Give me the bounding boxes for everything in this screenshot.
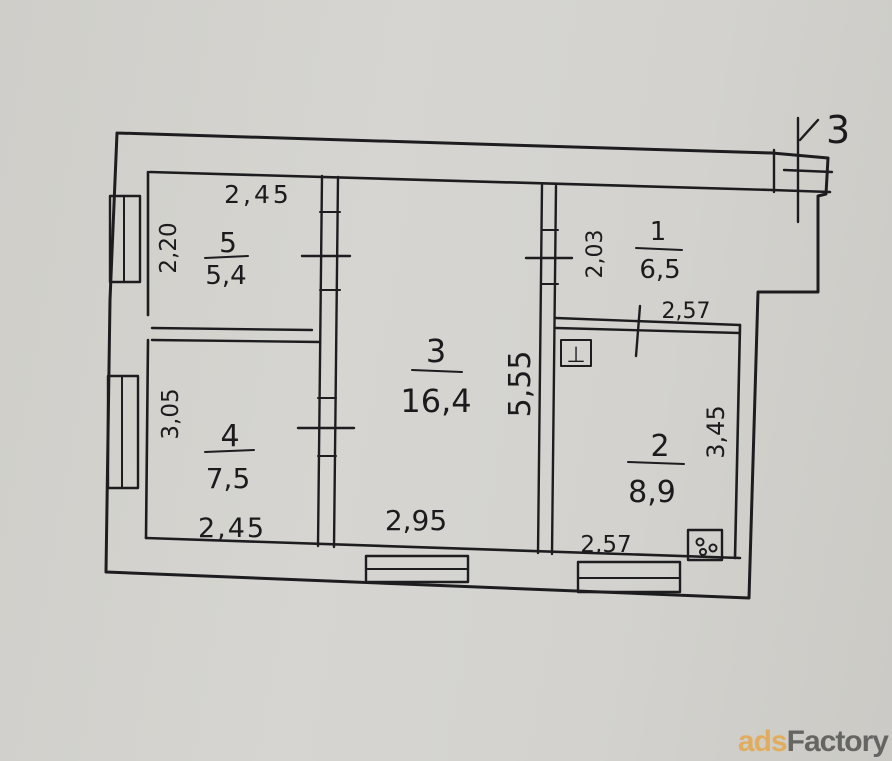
inner-left-wall-lower: [144, 338, 150, 540]
room2-right-dimension: 3,45: [702, 405, 730, 458]
room5-top-dimension: 2,45: [224, 180, 292, 209]
room1-area: 6,5: [639, 255, 680, 285]
room4-bottom-dimension: 2,45: [198, 513, 266, 544]
watermark-part1: ads: [737, 725, 788, 758]
stove-icon: [686, 528, 724, 562]
room3-fraction-line: [411, 369, 463, 373]
room2-fixture-box: [560, 339, 592, 367]
inner-bottom-wall: [144, 536, 742, 560]
room5-left-dimension: 2,20: [156, 222, 182, 273]
wall-room3-room1-b: [550, 184, 558, 556]
room3-bottom-dimension: 2,95: [385, 504, 447, 537]
room2-right-wall: [733, 323, 742, 560]
stove-burner-icon: [708, 543, 718, 553]
watermark-part2: Factory: [786, 725, 889, 758]
stove-burner-icon: [695, 537, 705, 547]
room3-right-dimension: 5,55: [503, 351, 538, 418]
wall-room5-room4-inner: [150, 338, 322, 344]
entrance-number-mark: [798, 118, 820, 142]
wall-room1-room2-inner: [554, 326, 742, 335]
wall-room5-room4: [150, 326, 314, 332]
room4-left-dimension: 3,05: [158, 388, 184, 439]
room5-area: 5,4: [205, 261, 246, 291]
room1-left-dimension: 2,03: [583, 230, 608, 279]
room2-fixture-symbol: ⊥: [566, 343, 585, 368]
room5-fraction-line: [204, 255, 249, 259]
room1-number: 1: [650, 217, 667, 247]
room1-bottom-dimension: 2,57: [662, 299, 711, 324]
room4-fraction-line: [204, 449, 255, 453]
room2-fraction-line: [627, 461, 685, 465]
room4-number: 4: [220, 419, 239, 454]
door-room2: [634, 304, 642, 358]
room3-area: 16,4: [400, 382, 471, 420]
stove-burner-icon: [699, 548, 707, 556]
watermark-logo: adsFactory: [737, 725, 889, 759]
flat-number: 3: [826, 108, 850, 152]
room2-number: 2: [650, 429, 669, 464]
room2-area: 8,9: [628, 475, 676, 510]
room5-number: 5: [219, 226, 237, 259]
wall-room4-room3-b: [332, 175, 340, 549]
room4-area: 7,5: [206, 462, 251, 495]
wall-room1-room2: [554, 316, 742, 327]
wall-room3-room1-a: [536, 183, 544, 555]
room2-bottom-dimension: 2,57: [580, 532, 631, 558]
room3-number: 3: [426, 332, 446, 370]
wall-room4-room3-a: [316, 174, 324, 548]
inner-top-wall: [148, 170, 832, 194]
room1-fraction-line: [635, 247, 683, 251]
entrance-tick: [782, 168, 834, 174]
